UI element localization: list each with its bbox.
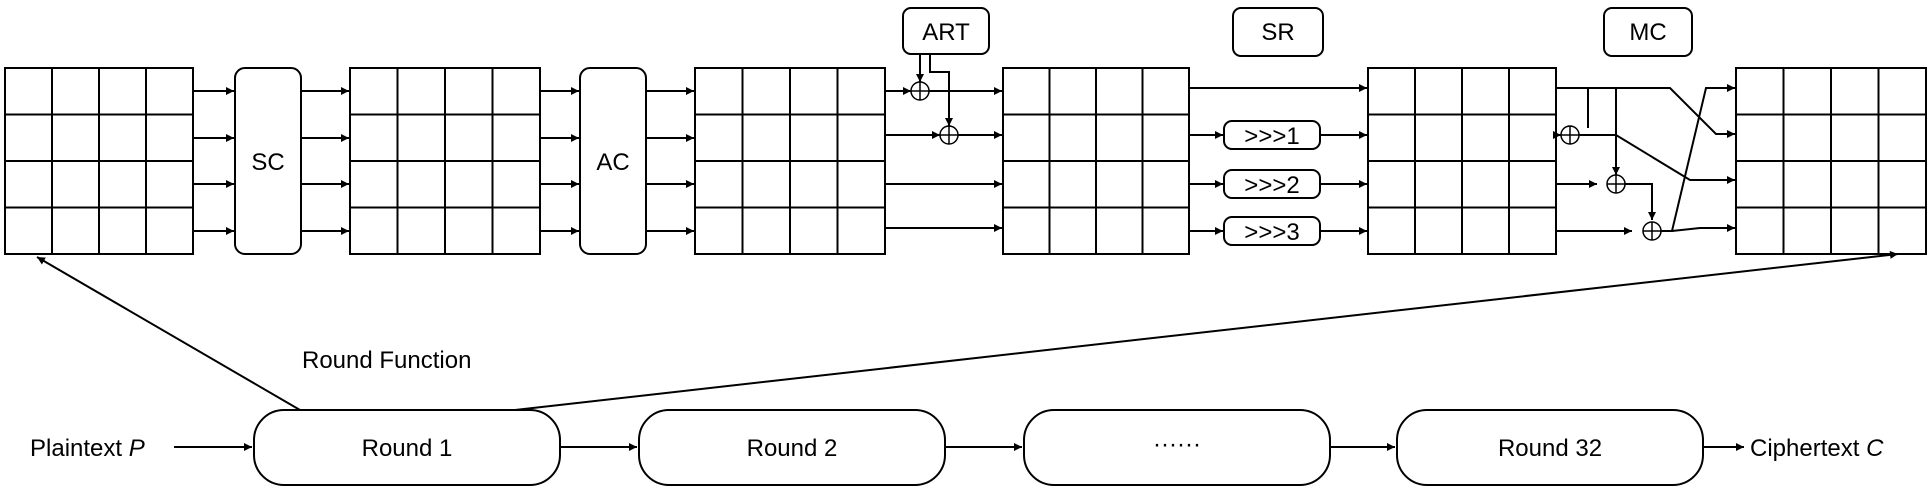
art-box: ART: [902, 7, 990, 55]
sc-box: SC: [234, 67, 302, 255]
round-label-2: Round 2: [747, 435, 838, 462]
state-grid-output: [1735, 67, 1927, 255]
arrows-input-to-sc: [193, 87, 234, 235]
xor-icon-art-row1: [939, 125, 959, 145]
shift-box-row1: >>>1: [1189, 120, 1367, 150]
round-label-ellipsis: ······: [1153, 431, 1201, 458]
mc-box: MC: [1603, 7, 1693, 57]
round-box-1: Round 1: [253, 409, 561, 486]
xor-icon-mc-row3: [1642, 221, 1662, 241]
state-grid-after-ac: [694, 67, 886, 255]
arrows-sc-to-grid: [301, 87, 349, 235]
plaintext-label: Plaintext P: [30, 435, 145, 462]
sr-label: SR: [1261, 19, 1294, 46]
art-connections: [885, 54, 1002, 232]
shift-box-row2: >>>2: [1189, 169, 1367, 199]
ac-label: AC: [596, 149, 629, 176]
xor-icon-art-row0: [910, 81, 930, 101]
art-label: ART: [922, 19, 970, 46]
ac-box: AC: [579, 67, 647, 255]
shift-box-row3: >>>3: [1189, 216, 1367, 246]
round-box-32: Round 32: [1396, 409, 1704, 486]
state-grid-after-sc: [349, 67, 541, 255]
round-box-ellipsis: ······: [1023, 409, 1331, 486]
round-label-1: Round 1: [362, 435, 453, 462]
xor-icon-mc-row2: [1606, 174, 1626, 194]
mc-connections: [1553, 84, 1735, 235]
shift-label-row2: >>>2: [1244, 172, 1299, 199]
mc-label: MC: [1629, 19, 1666, 46]
round-function-label: Round Function: [302, 347, 471, 374]
round-function-callout: [36, 250, 1899, 411]
ciphertext-label: Ciphertext C: [1750, 435, 1884, 462]
round-label-32: Round 32: [1498, 435, 1602, 462]
round-box-2: Round 2: [638, 409, 946, 486]
sc-label: SC: [251, 149, 284, 176]
xor-icon-mc-row1: [1560, 125, 1580, 145]
shift-label-row3: >>>3: [1244, 219, 1299, 246]
shift-label-row1: >>>1: [1244, 123, 1299, 150]
sr-box: SR: [1232, 7, 1324, 57]
arrows-grid-to-ac: [540, 87, 579, 235]
arrows-ac-to-grid: [646, 87, 694, 235]
state-grid-after-art: [1002, 67, 1190, 255]
state-grid-input: [4, 67, 194, 255]
state-grid-after-sr: [1367, 67, 1557, 255]
